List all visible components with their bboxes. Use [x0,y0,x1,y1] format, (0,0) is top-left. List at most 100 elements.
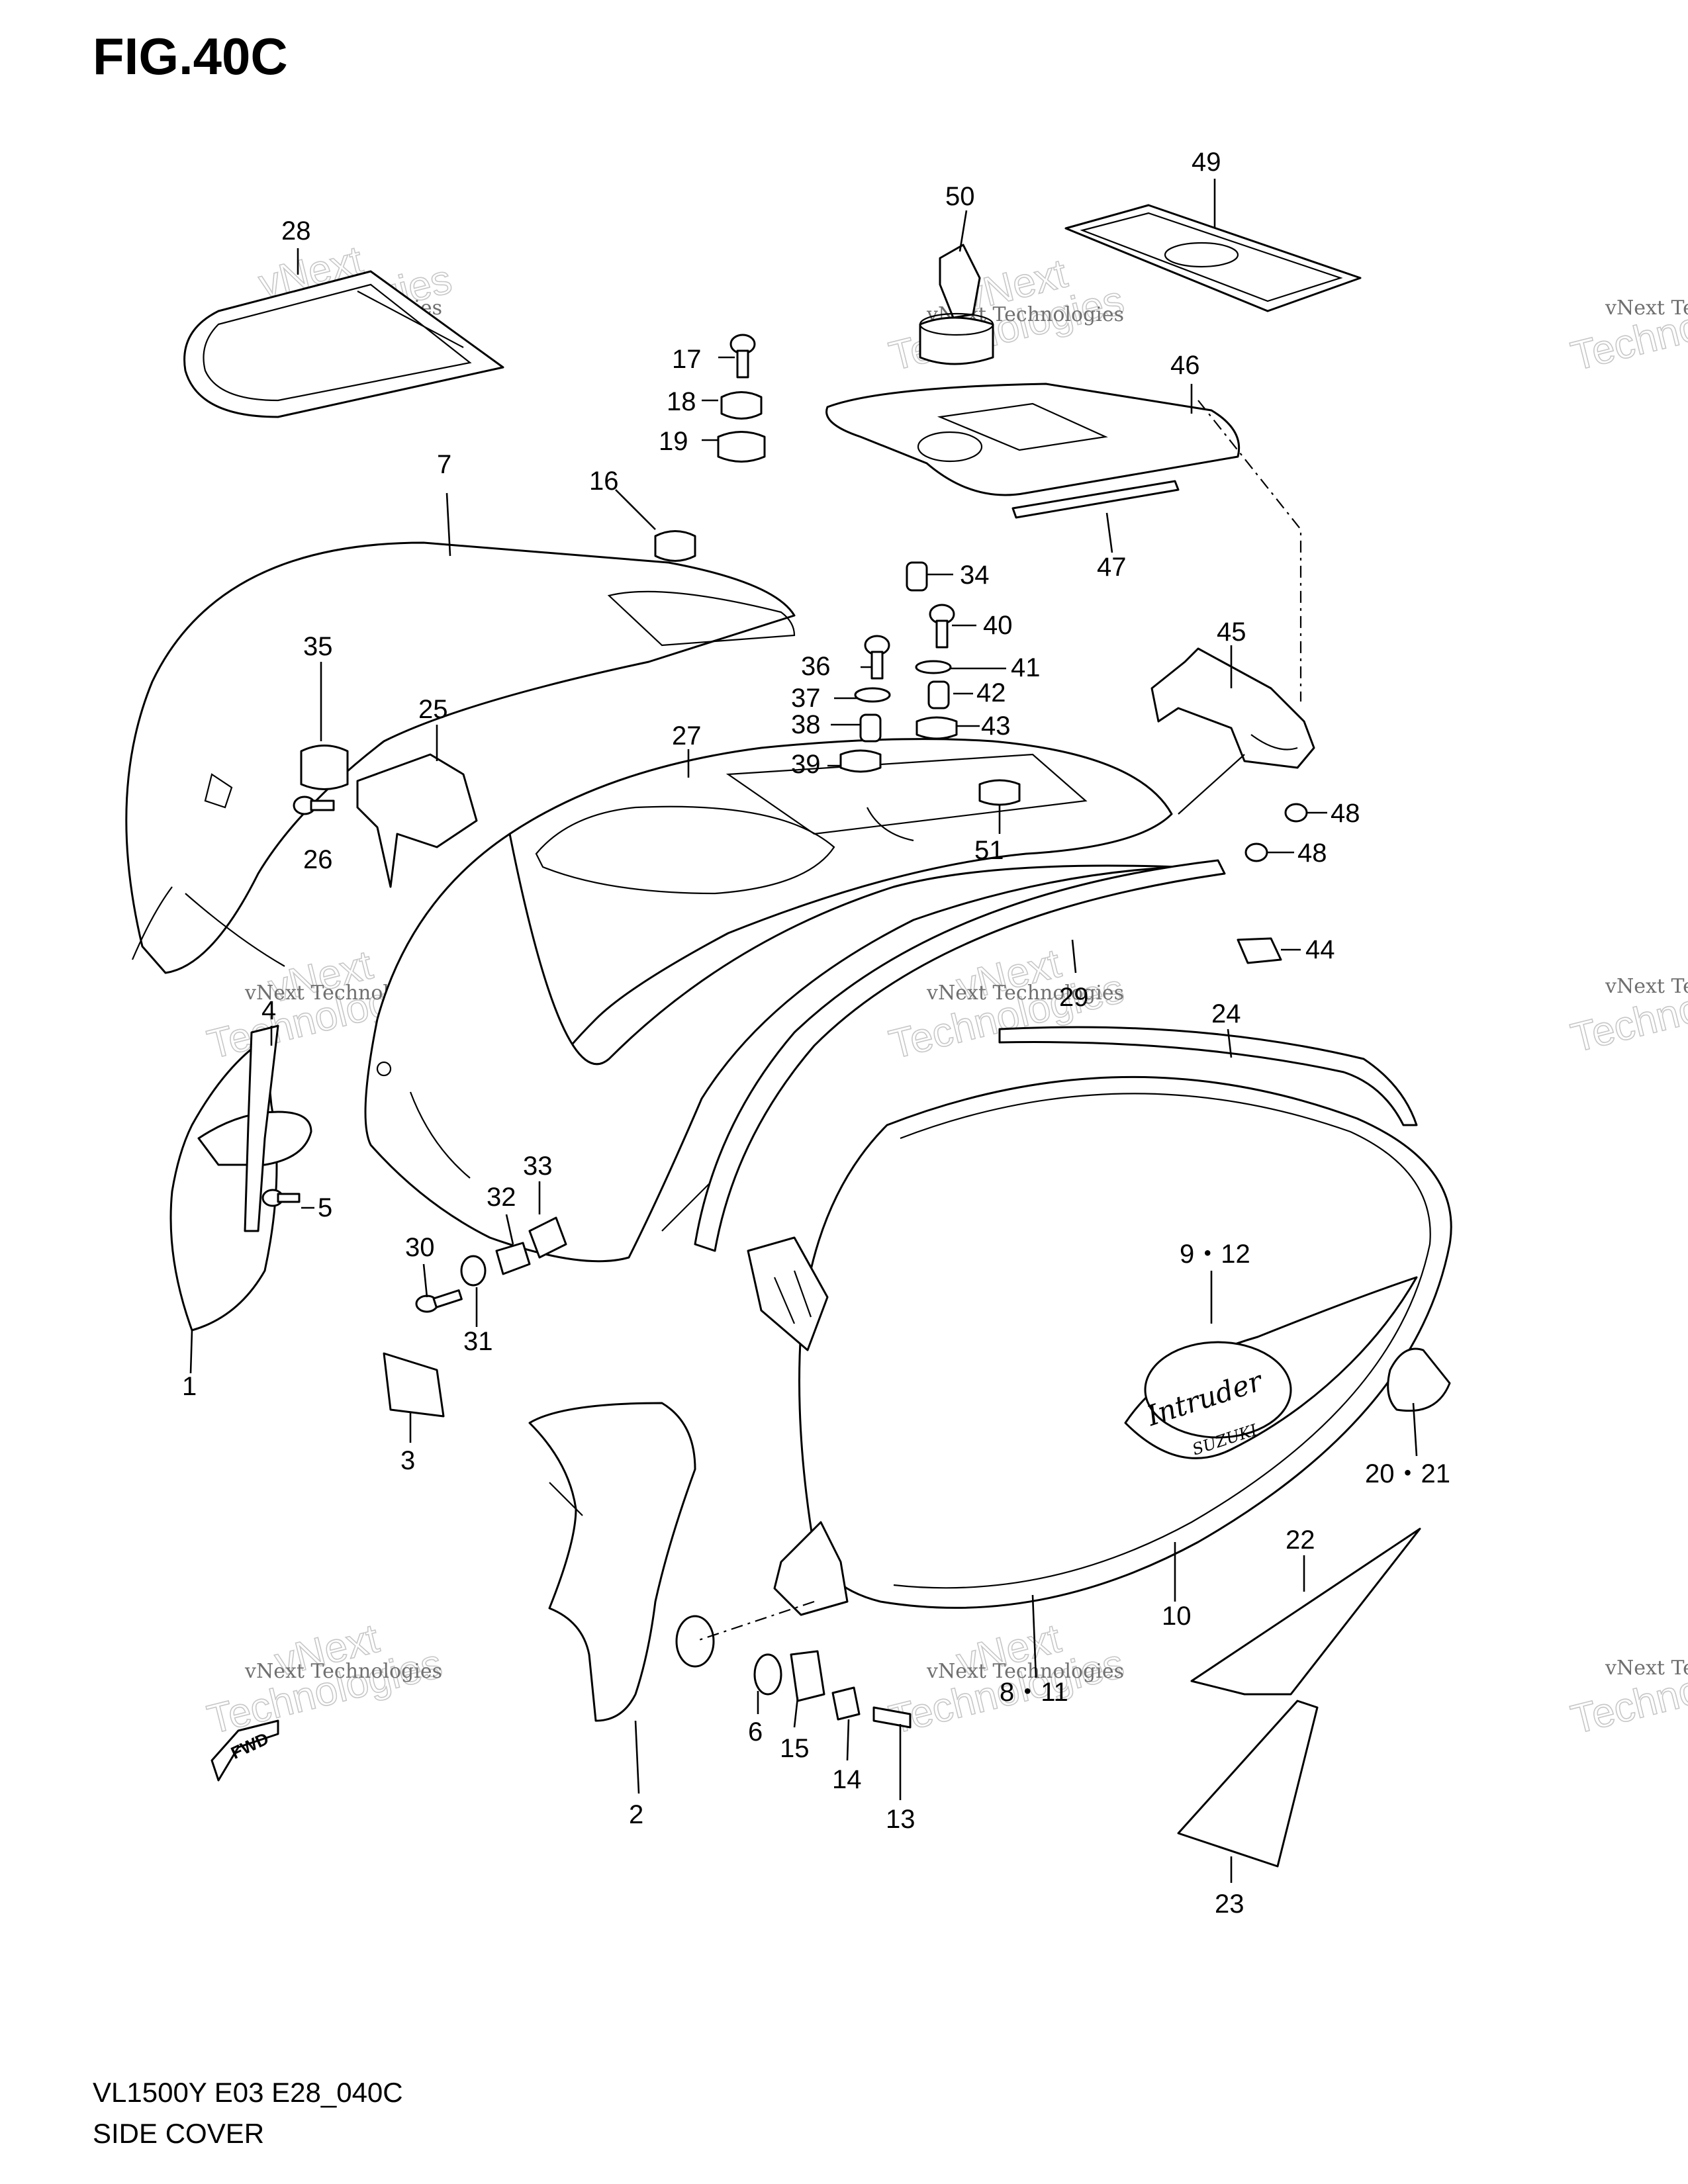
part-34-collar [906,561,928,592]
callout-39: 39 [791,750,821,779]
part-9-12-badge: Intruder SUZUKI [1124,1276,1418,1459]
callout-44: 44 [1305,935,1335,964]
part-19-grommet [717,431,766,463]
callout-30: 30 [405,1233,435,1262]
watermark-small: vNext Technologies [1605,296,1688,320]
part-5-shank [277,1193,301,1203]
part-50-lock [919,244,994,365]
callout-26: 26 [303,845,333,874]
callout-labels: 28 49 50 46 47 45 7 16 17 18 19 34 40 41… [182,148,1450,1919]
part-28-gasket [183,270,504,418]
callout-24: 24 [1211,999,1241,1028]
watermark-large: Technologies [1567,277,1688,380]
part-2-lower-cover [528,1402,715,1722]
part-20-21-emblem [1387,1347,1451,1412]
part-47-strip [1011,480,1180,519]
callout-9-12: 9・12 [1180,1240,1250,1269]
watermark-small: vNext Technologies [926,1660,1124,1683]
dash-line-lower [694,1600,815,1643]
model-code: VL1500Y E03 E28_040C [93,2077,403,2108]
callout-18: 18 [667,387,696,416]
callout-38: 38 [791,710,821,739]
callout-19: 19 [659,427,688,456]
callout-42: 42 [976,678,1006,707]
callout-50: 50 [945,182,975,211]
watermark-small: vNext Technologies [926,981,1124,1005]
part-16-grommet [654,530,696,562]
callout-3: 3 [400,1446,415,1475]
part-40-shank [935,619,949,649]
callout-31: 31 [463,1327,493,1356]
part-33-grommet [528,1216,567,1259]
watermark-small: vNext Technologies [1605,975,1688,998]
part-22-sheet [1190,1527,1421,1696]
part-44-block [1237,937,1282,964]
callout-15: 15 [780,1734,810,1763]
callout-47: 47 [1097,553,1127,582]
part-18-washer [720,391,763,420]
part-26-shank [310,799,335,811]
part-51-grommet [978,779,1021,806]
part-3-plate [383,1352,445,1418]
part-46-top-cover [825,383,1241,496]
part-42-collar [927,680,950,709]
part-6-washer [753,1653,782,1696]
part-14-collar [831,1686,861,1721]
callout-28: 28 [281,216,311,246]
part-37-washer [854,687,891,703]
callout-49: 49 [1192,148,1221,177]
part-39-grommet [839,749,882,773]
part-15-grommet [790,1650,825,1702]
callout-36: 36 [801,652,831,681]
watermark-small: vNext Technologies [244,1660,442,1683]
part-bracket-lower [773,1521,849,1616]
part-13-bolt [872,1706,912,1729]
callout-20-21: 20・21 [1365,1459,1450,1488]
part-48b-bolt [1244,842,1268,862]
callout-46: 46 [1170,351,1200,380]
part-49-sheet [1064,204,1362,312]
section-name: SIDE COVER [93,2118,265,2149]
part-31-washer [460,1255,487,1287]
callout-22: 22 [1286,1525,1315,1555]
callout-5: 5 [318,1193,332,1222]
part-body-fender [364,833,1180,1263]
part-32-collar [495,1242,531,1275]
part-35-grommet [300,745,349,790]
part-41-washer [915,660,952,674]
callout-43: 43 [981,711,1011,741]
callout-48b: 48 [1297,839,1327,868]
part-29-trim [694,859,1226,1252]
part-45-bracket [1150,400,1315,815]
callout-33: 33 [523,1152,553,1181]
leader-lines [189,179,1418,1883]
part-36-shank [870,651,884,680]
callout-6: 6 [748,1717,763,1747]
part-10-side-cover [747,1075,1452,1609]
part-24-strip [998,1026,1418,1126]
callout-51: 51 [974,836,1004,865]
callout-13: 13 [886,1805,915,1834]
part-27-seat-tail [508,738,1173,1087]
callout-10: 10 [1162,1602,1192,1631]
callout-17: 17 [672,345,702,374]
callout-23: 23 [1215,1889,1244,1919]
callout-14: 14 [832,1765,862,1794]
part-17-shank [736,349,749,379]
callout-27: 27 [672,721,702,751]
part-25-bracket [356,753,478,888]
part-7-rear-fender [125,541,796,974]
callout-2: 2 [629,1800,643,1829]
callout-48a: 48 [1331,799,1360,828]
callout-32: 32 [487,1183,516,1212]
part-48a-bolt [1284,803,1308,823]
part-1-front-cover [169,1024,312,1332]
callout-29: 29 [1059,983,1089,1012]
callout-4: 4 [261,996,276,1025]
callout-45: 45 [1217,617,1246,647]
callout-7: 7 [437,450,451,479]
callout-37: 37 [791,684,821,713]
callout-40: 40 [983,611,1013,640]
callout-8-11: 8・11 [1000,1678,1068,1707]
